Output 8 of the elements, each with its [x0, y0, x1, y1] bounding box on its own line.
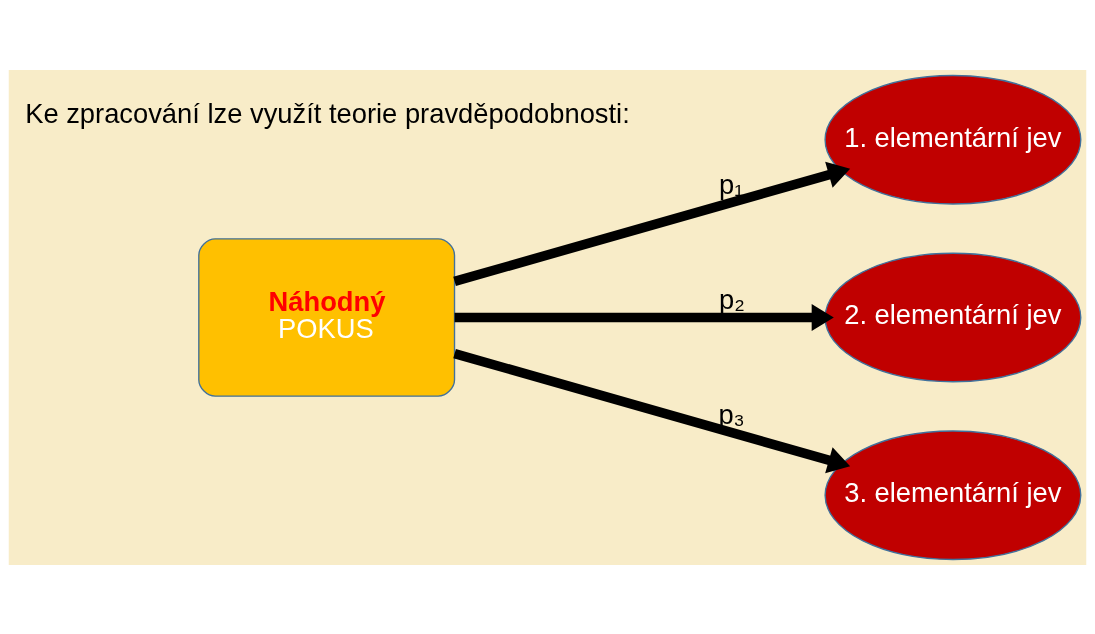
arrow: [453, 348, 851, 473]
label: Ke zpracování lze využít teorie pravděpodobnosti:: [25, 97, 630, 129]
node-box: Náhodný POKUS: [198, 237, 456, 397]
edge-label: p₂: [719, 283, 745, 315]
edge-label: p₁: [719, 168, 744, 200]
arrow: [454, 303, 834, 331]
node-ellipse: 2. elementární jev: [824, 252, 1082, 382]
arrow: [453, 161, 851, 286]
